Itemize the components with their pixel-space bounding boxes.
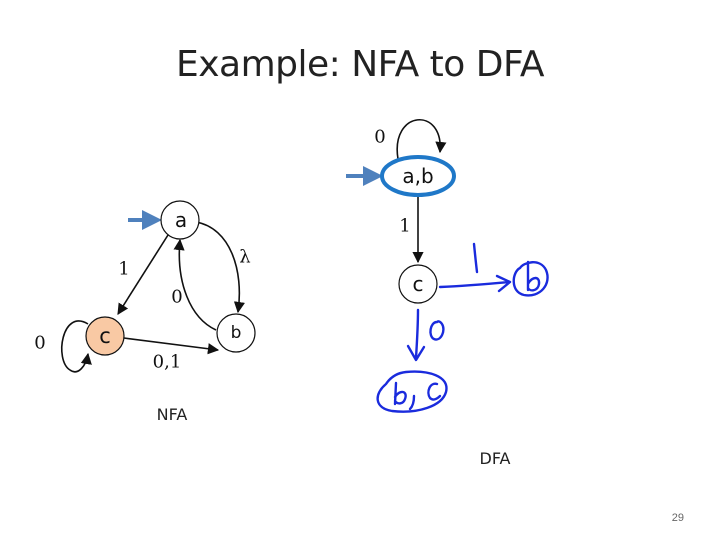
nfa-state-c [85, 316, 125, 356]
handwritten-arrow-to-b-icon [438, 274, 512, 293]
handwritten-arrow-to-bc-icon [406, 308, 426, 362]
handwritten-circle-bc-icon [376, 370, 448, 413]
handwritten-bc-text [393, 381, 442, 411]
handwritten-one-mark [472, 242, 479, 274]
nfa-label-c-c: 0 [34, 333, 45, 354]
nfa-edge-b-a [173, 238, 217, 331]
nfa-edge-c-c [60, 320, 92, 373]
nfa-label-c-b: 0,1 [153, 352, 182, 373]
dfa-label-ab-ab: 0 [374, 127, 385, 148]
handwritten-state-b-icon [512, 260, 549, 297]
nfa-label-b-a: 0 [171, 287, 182, 308]
nfa-caption: NFA [157, 405, 188, 424]
handwritten-zero-mark [429, 320, 445, 341]
nfa-state-b [216, 313, 256, 353]
dfa-state-c [398, 264, 438, 304]
nfa-edge-c-b [123, 337, 220, 355]
dfa-state-ab-label: a,b [402, 164, 433, 188]
nfa-state-c-label: c [99, 324, 111, 348]
nfa-state-a-label: a [175, 208, 187, 232]
dfa-edge-ab-ab [396, 118, 447, 160]
dfa-state-ab [380, 155, 456, 197]
nfa-state-b-label: b [231, 323, 242, 343]
nfa-diagram: a b c λ 1 0 0,1 0 NFA [34, 200, 256, 424]
nfa-label-a-b: λ [239, 247, 250, 268]
slide-title: Example: NFA to DFA [176, 44, 545, 85]
nfa-label-a-c: 1 [118, 259, 129, 280]
nfa-edge-a-b [195, 221, 245, 314]
handwritten-annotations [376, 242, 549, 413]
page-number: 29 [671, 512, 684, 524]
dfa-state-c-label: c [413, 272, 424, 296]
nfa-edge-a-c [117, 234, 169, 315]
dfa-diagram: a,b c 0 1 DFA [346, 118, 511, 468]
nfa-state-a [160, 200, 200, 240]
dfa-label-ab-c: 1 [399, 216, 410, 237]
dfa-caption: DFA [480, 449, 511, 468]
